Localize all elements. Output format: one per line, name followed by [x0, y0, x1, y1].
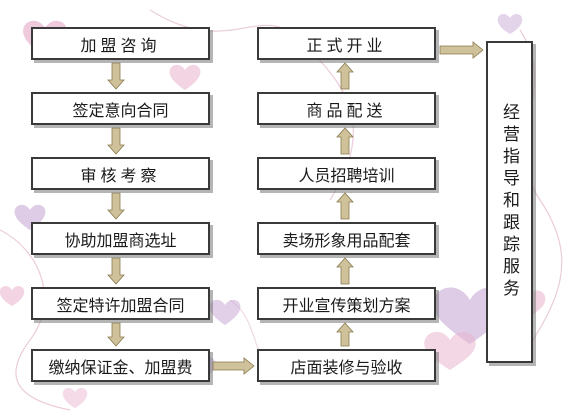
step-franchise-consultation: 加盟咨询: [31, 27, 210, 60]
heart-icon: [424, 331, 476, 370]
heart-icon: [497, 13, 523, 34]
heart-icon: [209, 299, 241, 325]
step-store-image-supplies: 卖场形象用品配套: [257, 222, 436, 255]
step-store-decoration-acceptance: 店面装修与验收: [257, 349, 436, 382]
step-review-inspection: 审核考察: [31, 157, 210, 190]
step-opening-promotion-plan: 开业宣传策划方案: [257, 287, 436, 320]
heart-icon: [0, 286, 25, 306]
step-sign-intention-contract: 签定意向合同: [31, 92, 210, 125]
step-pay-deposit-fee: 缴纳保证金、加盟费: [31, 349, 210, 382]
ongoing-guidance-service-box: 经营指导和跟踪服务: [486, 41, 533, 363]
ongoing-guidance-service-label: 经营指导和跟踪服务: [499, 103, 519, 301]
step-sign-franchise-contract: 签定特许加盟合同: [31, 287, 210, 320]
step-official-opening: 正式开业: [257, 27, 436, 60]
heart-icon: [62, 387, 88, 408]
heart-icon: [169, 64, 201, 90]
step-staff-recruitment-training: 人员招聘培训: [257, 157, 436, 190]
step-assist-site-selection: 协助加盟商选址: [31, 222, 210, 255]
step-goods-delivery: 商品配送: [257, 92, 436, 125]
